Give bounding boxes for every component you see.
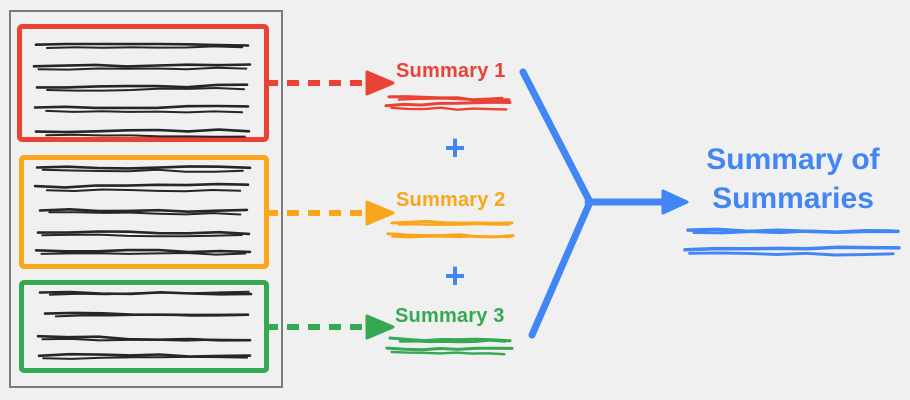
plus-sign-1: + — [444, 127, 466, 168]
summary-of-summaries-label: Summary of Summaries — [706, 143, 880, 215]
summary-2-label: Summary 2 — [396, 189, 506, 211]
summary-1-label: Summary 1 — [396, 60, 506, 82]
summary-3-label: Summary 3 — [395, 305, 505, 327]
source-document-box — [9, 10, 283, 388]
plus-sign-2: + — [444, 255, 466, 296]
